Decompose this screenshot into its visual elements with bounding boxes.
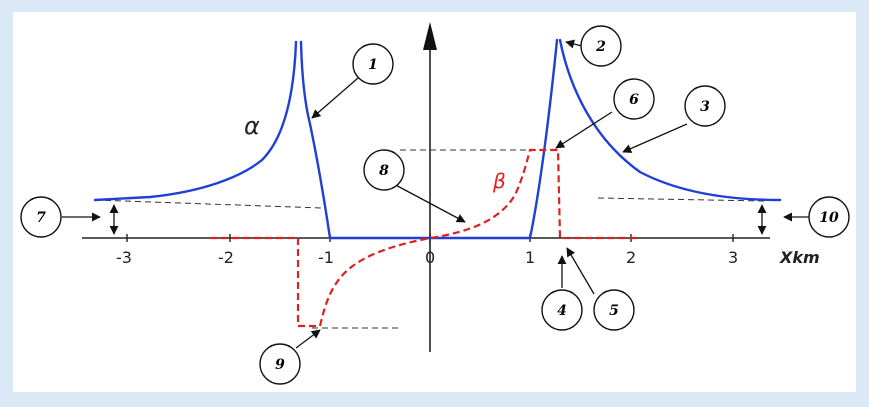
svg-text:5: 5 bbox=[609, 303, 619, 319]
callout-1: 1 bbox=[352, 43, 394, 85]
svg-text:3: 3 bbox=[700, 99, 710, 115]
callout-5: 5 bbox=[593, 289, 635, 331]
svg-text:9: 9 bbox=[275, 357, 285, 373]
svg-text:4: 4 bbox=[557, 303, 567, 319]
callout-leaders bbox=[62, 39, 825, 349]
x-axis-label: Xkm bbox=[779, 248, 820, 267]
y-axis-arrow-icon bbox=[423, 22, 437, 50]
svg-text:10: 10 bbox=[819, 210, 839, 226]
callout-4: 4 bbox=[541, 289, 583, 331]
svg-text:6: 6 bbox=[629, 92, 639, 108]
beta-label: β bbox=[492, 169, 506, 193]
measure-arrows bbox=[109, 204, 767, 235]
callout-8: 8 bbox=[363, 149, 405, 191]
callout-9: 9 bbox=[259, 343, 301, 385]
x-tick-label: 2 bbox=[626, 248, 636, 267]
x-tick-label: -1 bbox=[318, 248, 334, 267]
x-tick-label: 3 bbox=[728, 248, 738, 267]
callout-7: 7 bbox=[20, 196, 62, 238]
x-tick-label: -2 bbox=[218, 248, 234, 267]
beta-curve bbox=[210, 148, 640, 328]
x-tick-label: 0 bbox=[425, 248, 435, 267]
alpha-label: α bbox=[244, 112, 260, 140]
callout-6: 6 bbox=[613, 78, 655, 120]
callout-10: 10 bbox=[808, 196, 850, 238]
svg-text:8: 8 bbox=[379, 163, 389, 179]
svg-text:1: 1 bbox=[368, 57, 378, 73]
panel bbox=[13, 12, 856, 392]
x-tick-label: 1 bbox=[525, 248, 535, 267]
callout-2: 2 bbox=[580, 25, 622, 67]
callout-3: 3 bbox=[684, 85, 726, 127]
x-tick-label: -3 bbox=[116, 248, 132, 267]
svg-text:2: 2 bbox=[595, 39, 606, 55]
svg-text:7: 7 bbox=[36, 210, 46, 226]
alpha-curve bbox=[93, 38, 782, 240]
